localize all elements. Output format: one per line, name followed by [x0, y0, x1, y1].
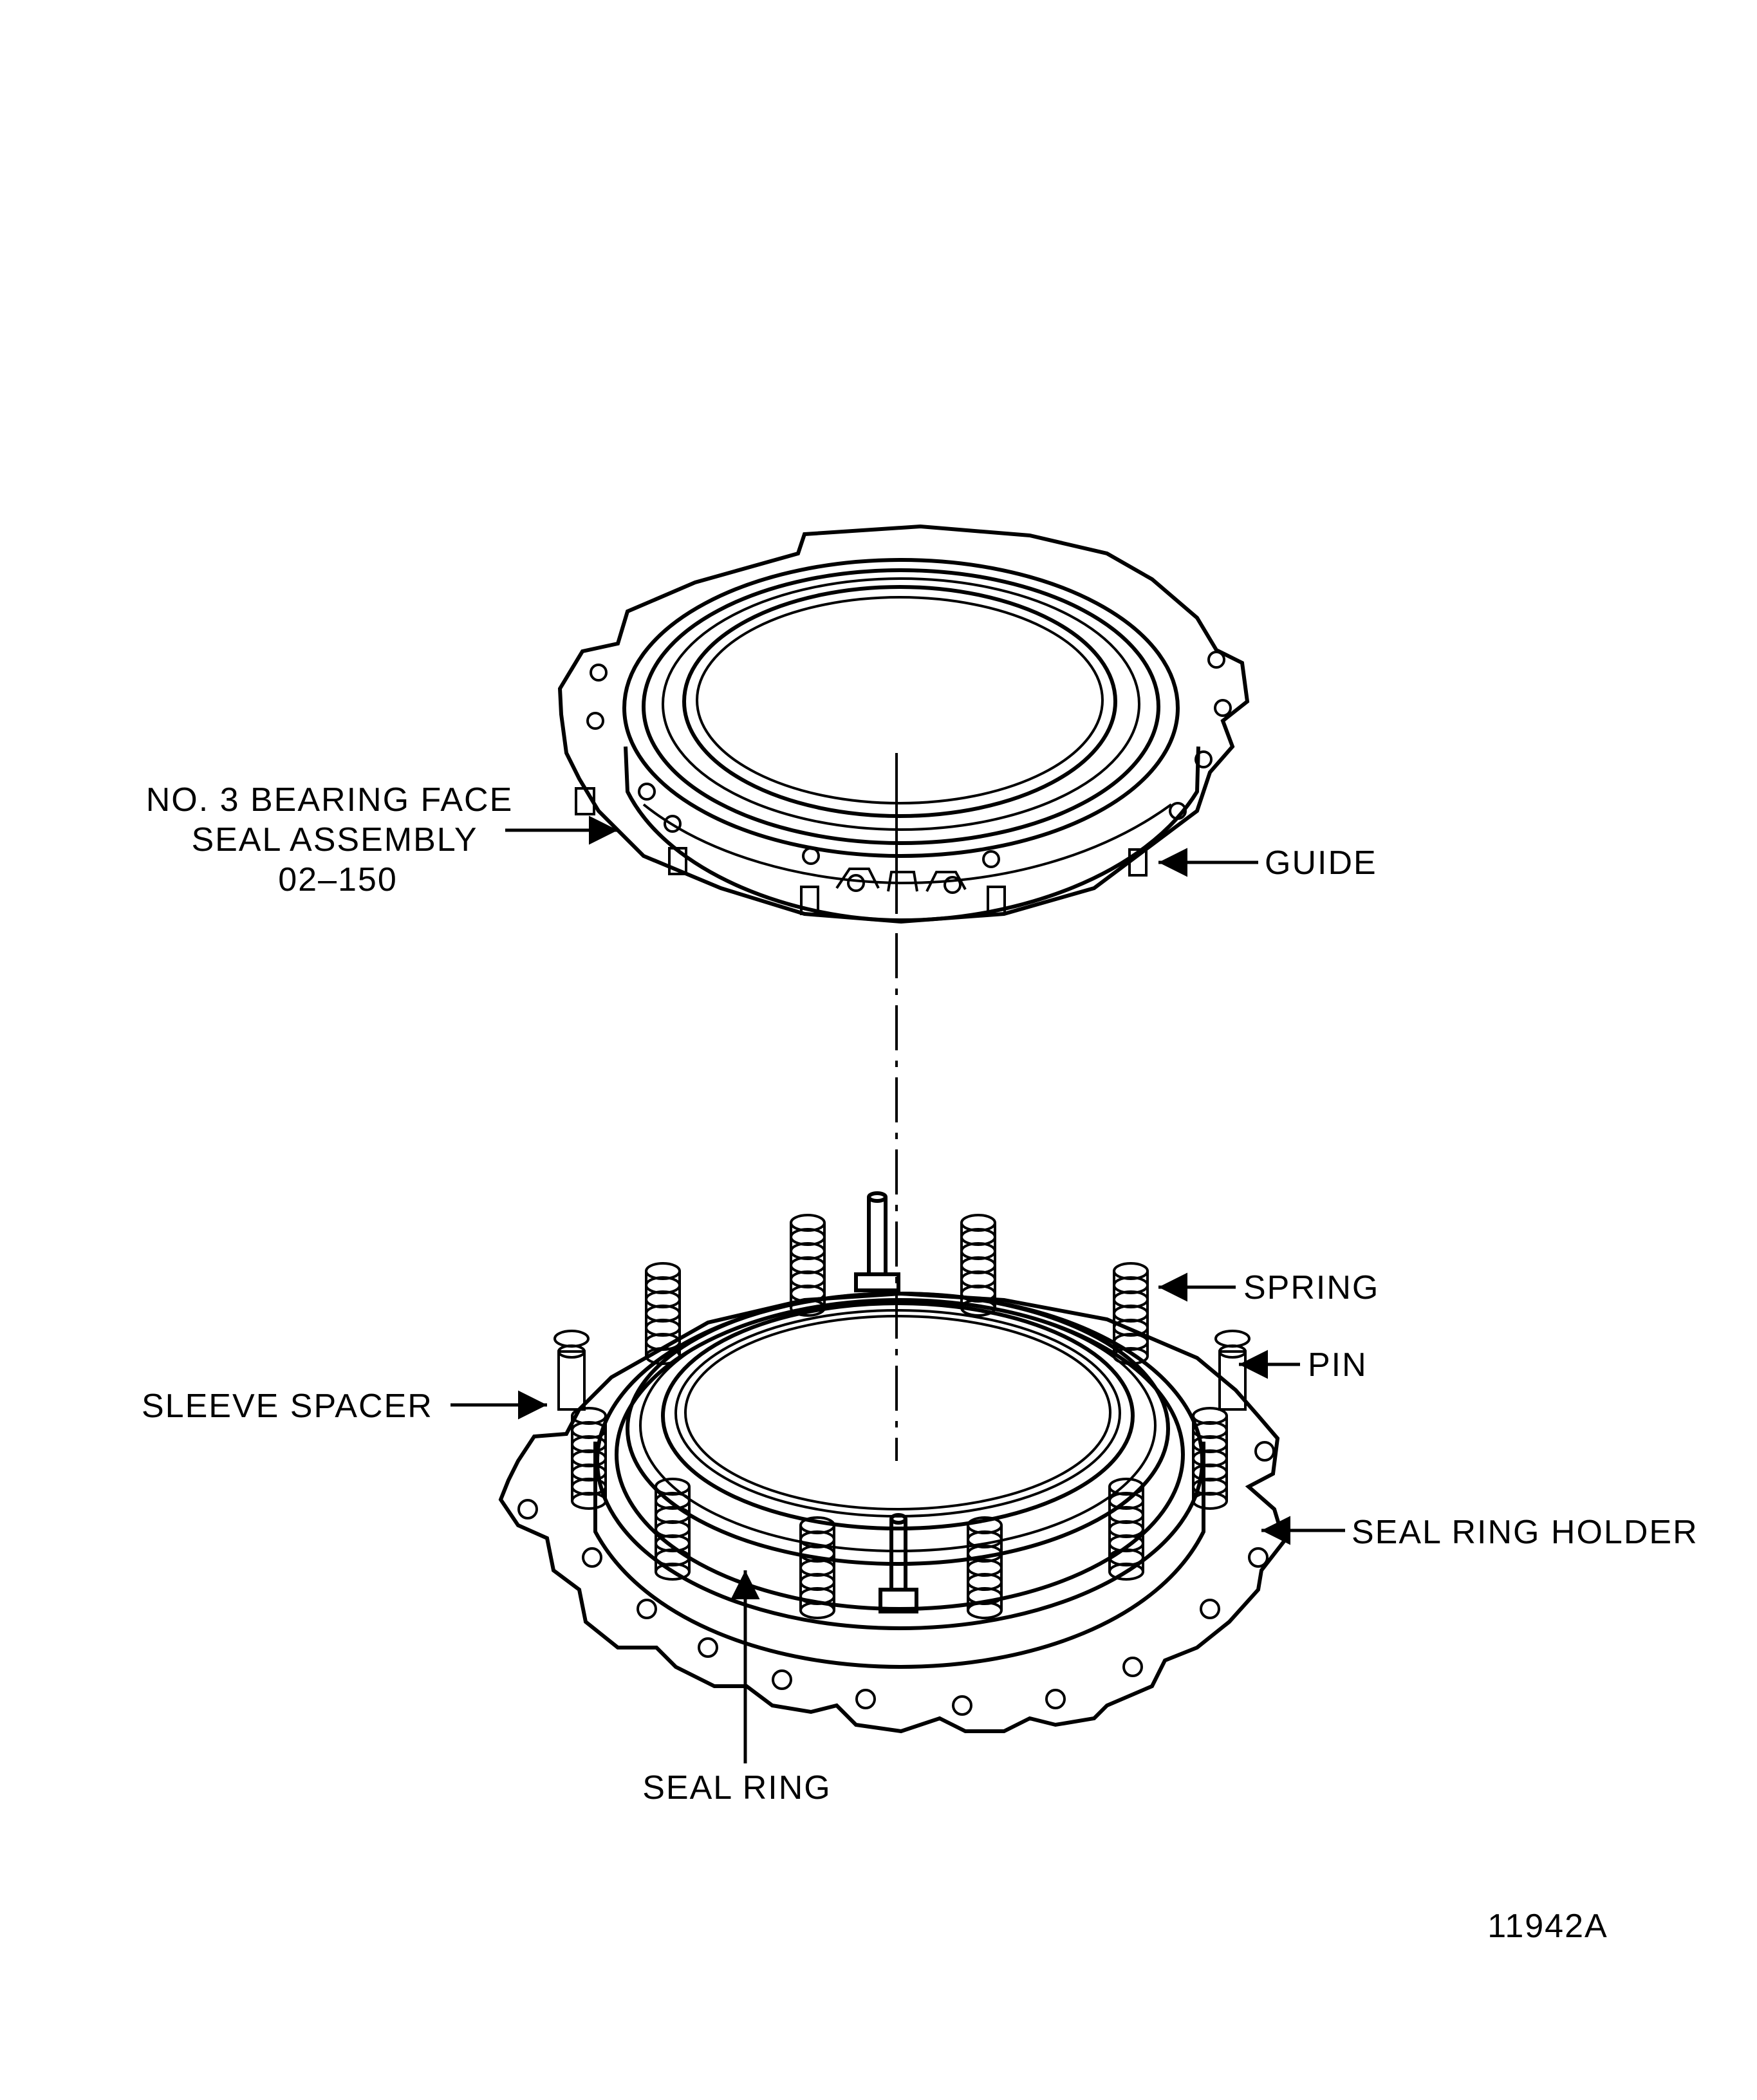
face-seal-assembly-drawing: [557, 524, 1250, 924]
face-seal-label-line2: SEAL ASSEMBLY: [191, 821, 478, 859]
spring-coils: [571, 1214, 1228, 1619]
seal-ring-label: SEAL RING: [642, 1769, 832, 1807]
face-seal-label-line1: NO. 3 BEARING FACE: [146, 781, 514, 819]
sleeve-spacer-label: SLEEVE SPACER: [142, 1388, 433, 1425]
face-seal-label-line3: 02–150: [278, 861, 398, 898]
figure-number: 11942A: [1487, 1908, 1608, 1945]
guide-label: GUIDE: [1265, 844, 1377, 882]
seal-ring-holder-drawing: [498, 1191, 1287, 1734]
seal-ring-holder-label: SEAL RING HOLDER: [1352, 1514, 1698, 1551]
spring-label: SPRING: [1243, 1269, 1379, 1306]
pin-label: PIN: [1308, 1346, 1368, 1384]
leader-lines: [451, 815, 1345, 1763]
